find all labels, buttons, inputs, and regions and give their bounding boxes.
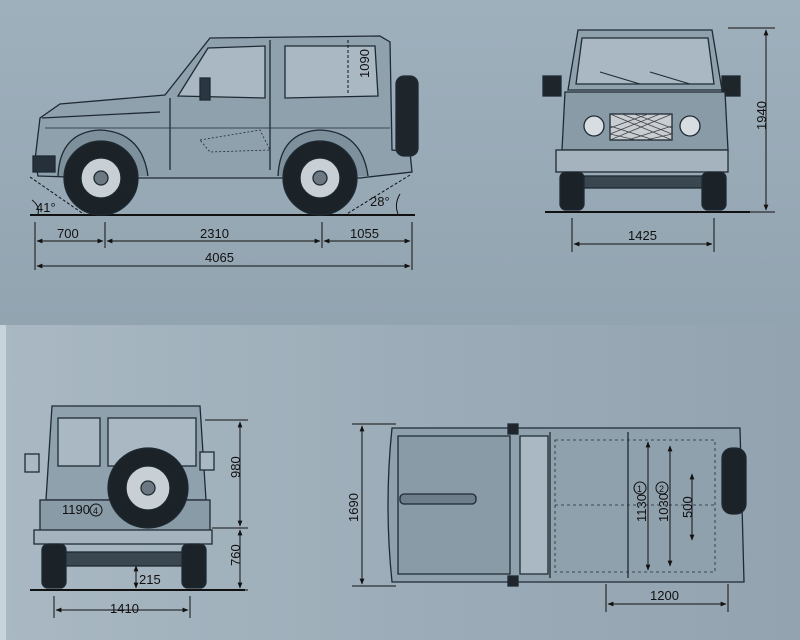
side-dimension-lines — [34, 222, 413, 270]
approach-angle-label: 41° — [36, 200, 56, 215]
rear-lower-height-label: 760 — [228, 544, 243, 566]
windshield — [575, 37, 715, 85]
cargo-marker-b-circle — [655, 481, 669, 495]
overall-height-label: 1940 — [754, 101, 769, 130]
front-dimension-lines — [571, 27, 775, 252]
cargo-length-c-label: 500 — [680, 496, 695, 518]
side-view — [30, 35, 419, 216]
cargo-marker-a: 1 — [637, 484, 642, 494]
rear-opening-marker-circle — [89, 503, 103, 517]
side-rear-window — [284, 45, 379, 99]
front-view — [542, 29, 750, 213]
cargo-length-a-label: 1130 — [634, 494, 649, 522]
rear-track-label: 1410 — [110, 601, 139, 616]
ground-clearance-label: 215 — [139, 572, 161, 587]
top-dimension-lines — [352, 423, 729, 612]
overall-width-label: 1690 — [346, 493, 361, 522]
rear-view — [24, 405, 245, 591]
page-edge — [0, 325, 6, 640]
cargo-marker-a-circle — [633, 481, 647, 495]
cargo-marker-b: 2 — [659, 484, 664, 494]
wheelbase-label: 2310 — [200, 226, 229, 241]
front-overhang-label: 700 — [57, 226, 79, 241]
interior-height-label: 1090 — [357, 49, 372, 78]
rear-upper-height-label: 980 — [228, 456, 243, 478]
top-view — [387, 423, 747, 587]
cargo-length-b-label: 1030 — [656, 493, 671, 522]
angle-lines — [29, 174, 411, 216]
rear-overhang-label: 1055 — [350, 226, 379, 241]
front-track-label: 1425 — [628, 228, 657, 243]
rear-opening-width-label: 1190 — [62, 502, 90, 517]
rear-dimension-lines — [53, 419, 248, 618]
overall-length-label: 4065 — [205, 250, 234, 265]
departure-angle-label: 28° — [370, 194, 390, 209]
cargo-width-label: 1200 — [650, 588, 679, 603]
rear-opening-marker: 4 — [93, 506, 98, 516]
top-hood — [397, 435, 511, 575]
